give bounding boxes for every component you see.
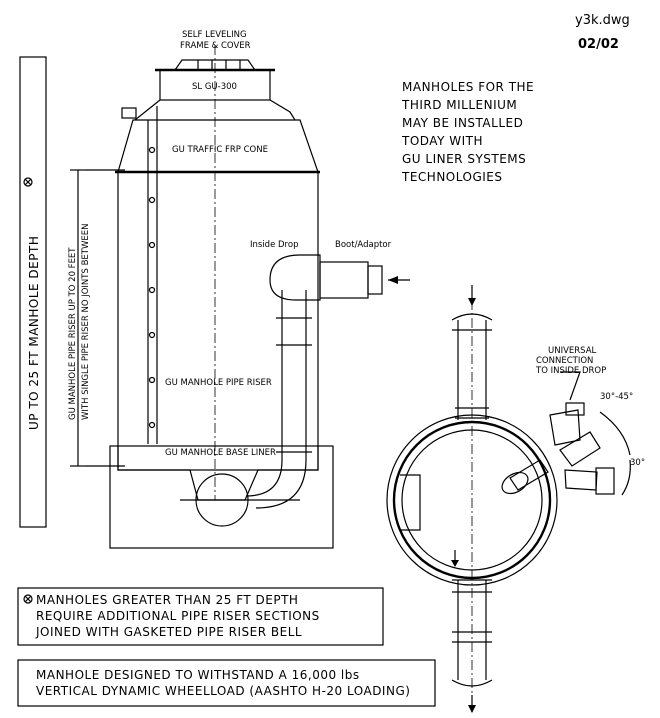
universal-label-3: TO INSIDE DROP	[535, 366, 606, 376]
angle-arc-1	[599, 411, 631, 456]
inside-drop-label: Inside Drop	[250, 240, 298, 250]
plan-drop-fitting	[509, 459, 549, 491]
plan-pipe-top	[457, 320, 487, 420]
headline-line6: TECHNOLOGIES	[401, 170, 502, 184]
plan-pipe-bottom	[457, 580, 487, 680]
vertical-depth-label: UP TO 25 FT MANHOLE DEPTH	[27, 236, 41, 430]
headline-text: MANHOLES FOR THE THIRD MILLENIUM MAY BE …	[401, 80, 534, 184]
load-note-line1: MANHOLE DESIGNED TO WITHSTAND A 16,000 l…	[36, 668, 360, 682]
base-liner-label: GU MANHOLE BASE LINER	[165, 448, 276, 458]
page-label: 02/02	[578, 37, 619, 52]
manhole-plan-view: UNIVERSAL CONNECTION TO INSIDE DROP 30°-…	[386, 285, 645, 713]
note-marker-icon	[23, 177, 33, 187]
angle-label-2: 30°	[630, 458, 645, 468]
depth-note-box: MANHOLES GREATER THAN 25 FT DEPTH REQUIR…	[17, 587, 384, 646]
depth-note-line2: REQUIRE ADDITIONAL PIPE RISER SECTIONS	[36, 609, 320, 623]
headline-line5: GU LINER SYSTEMS	[402, 152, 526, 166]
frame-cover-label-1: SELF LEVELING	[182, 30, 247, 40]
angle-arc-2	[621, 459, 631, 496]
cone-label: GU TRAFFIC FRP CONE	[172, 145, 268, 155]
load-note-box: MANHOLE DESIGNED TO WITHSTAND A 16,000 l…	[17, 659, 436, 707]
headline-line1: MANHOLES FOR THE	[402, 80, 534, 94]
lateral-pipe-1	[549, 409, 581, 446]
headline-line4: TODAY WITH	[401, 134, 483, 148]
depth-note-line1: MANHOLES GREATER THAN 25 FT DEPTH	[36, 593, 298, 607]
depth-label-box: UP TO 25 FT MANHOLE DEPTH	[19, 56, 47, 528]
universal-label-2: CONNECTION	[536, 356, 593, 366]
sl-gu-label: SL GU-300	[192, 82, 237, 92]
lateral-pipe-3	[564, 469, 598, 491]
load-note-line2: VERTICAL DYNAMIC WHEELLOAD (AASHTO H-20 …	[36, 684, 410, 698]
inside-drop-fitting	[269, 254, 321, 301]
boot-adaptor	[319, 261, 369, 299]
headline-line3: MAY BE INSTALLED	[402, 116, 523, 130]
manhole-elevation: SELF LEVELING FRAME & COVER SL GU-300 GU…	[109, 30, 410, 549]
universal-label-1: UNIVERSAL	[548, 346, 597, 356]
riser-dimension: GU MANHOLE PIPE RISER UP TO 20 FEET WITH…	[68, 169, 125, 467]
depth-note-marker-icon	[23, 594, 33, 604]
depth-note-line3: JOINED WITH GASKETED PIPE RISER BELL	[35, 625, 302, 639]
pipe-riser-label: GU MANHOLE PIPE RISER	[165, 378, 272, 388]
lateral-pipe-2	[559, 431, 601, 467]
filename-label: y3k.dwg	[575, 13, 630, 28]
headline-line2: THIRD MILLENIUM	[401, 98, 517, 112]
concrete-base	[109, 445, 334, 549]
plan-bench	[400, 474, 421, 531]
riser-note-line2: WITH SINGLE PIPE RISER NO JOINTS BETWEEN	[81, 224, 91, 420]
frame-cover-label-2: FRAME & COVER	[180, 41, 251, 51]
riser-note-line1: GU MANHOLE PIPE RISER UP TO 20 FEET	[68, 247, 78, 420]
inside-drop-pipe	[245, 290, 283, 497]
boot-adaptor-label: Boot/Adaptor	[335, 240, 392, 250]
ladder-top-bracket	[121, 107, 137, 119]
angle-label-1: 30°-45°	[600, 392, 633, 402]
